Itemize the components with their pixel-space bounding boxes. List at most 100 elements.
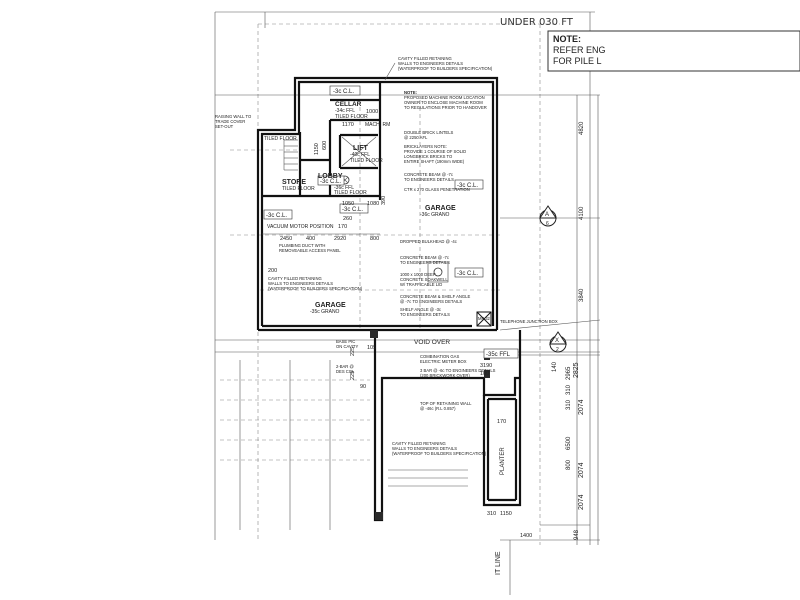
rdim-310a: 310 — [566, 384, 572, 395]
note-cavity-top-3: (WATERPROOF TO BUILDERS SPECIFICATION) — [398, 66, 493, 71]
rdim-4820: 4820 — [579, 121, 585, 135]
header-note: UNDER 030 FT NOTE: REFER ENG FOR PILE L — [500, 17, 800, 72]
mach-note-1: PROPOSED MACHINE ROOM LOCATION — [404, 95, 485, 100]
mach-note-title: NOTE: — [404, 90, 417, 95]
section-a-letter: A — [545, 212, 549, 218]
bar-note-2: (200 BRICKWORK OVER) — [420, 373, 470, 378]
garage-lower-label: GARAGE — [315, 302, 346, 309]
plumbing-note-2: REMOVEABLE ACCESS PANEL — [279, 248, 341, 253]
dim-260: 260 — [343, 216, 352, 222]
dim-225a: 225 — [350, 347, 356, 356]
dim-2450: 2450 — [280, 236, 292, 242]
lift-note-4: ENTIRE SHAFT (190mm WIDE) — [404, 159, 465, 164]
cavity-mid-1: CAVITY FILLED RETAINING — [268, 276, 322, 281]
dim-1170: 1170 — [342, 122, 354, 128]
lift-ffl: -40c FFL — [350, 152, 370, 158]
dim-390: 390 — [381, 196, 387, 205]
brick-note-1: DOUBLE BRICK LINTELS — [404, 130, 454, 135]
mach-room-label: MACH. RM — [365, 122, 390, 128]
dim-200: 200 — [268, 268, 277, 274]
shelf-note-1: CONCRETE BEAM & SHELF ANGLE — [400, 294, 470, 299]
telephone-note: TELEPHONE JUNCTION BOX — [500, 319, 558, 324]
cl-vacuum: -3c C.L. — [266, 213, 287, 219]
dim-90: 90 — [360, 384, 366, 390]
dim-100: 100 — [480, 371, 489, 377]
dim-1050: 1050 — [342, 201, 354, 207]
lift-note-2: PROVIDE 1 COURSE OF SOLID — [404, 149, 466, 154]
left-small-3: 2-BAR @ — [336, 364, 354, 369]
dim-170b: 170 — [497, 419, 506, 425]
lift-note-1: BRICKLAYERS NOTE: — [404, 144, 447, 149]
garage-upper-level: -36c GRANO — [420, 212, 450, 218]
cavity-mid-3: (WATERPROOF TO BUILDERS SPECIFICATION) — [268, 286, 363, 291]
left-small-1: BASE PIC — [336, 339, 355, 344]
stair-treads — [283, 139, 468, 487]
dim-2920: 2920 — [334, 236, 346, 242]
left-small-2: ON CAVITY — [336, 344, 358, 349]
shelf-note-3: SHELF ANGLE @ -3c — [400, 307, 441, 312]
note-line-1: REFER ENG — [553, 45, 606, 55]
mf-label: MF 32 — [478, 316, 491, 321]
sump-note-1: 1000 x 1000 DEEP — [400, 272, 436, 277]
lobby-floor: TILED FLOOR — [334, 190, 367, 196]
planter-label: PLANTER — [500, 447, 506, 475]
ceiling-level-tags: -3c C.L. -3c C.L. -3c C.L. -3c C.L. -3c … — [263, 85, 519, 359]
rdim-2825: 2825 — [573, 362, 580, 378]
vacuum-label: VACUUM MOTOR POSITION — [267, 224, 334, 230]
dim-170a: 170 — [338, 224, 347, 230]
mach-note-3: TO REGULATIONS PRIOR TO HANDOVER — [404, 105, 487, 110]
basement-walls — [256, 76, 522, 522]
meter-note-2: ELECTRIC METER BOX — [420, 359, 467, 364]
dimensions: 1170 1000 1050 1080 260 170 390 2450 400… — [262, 109, 532, 539]
meter-note-1: COMBINATION GAS — [420, 354, 459, 359]
raising-note-2: TRADE COVER — [215, 119, 245, 124]
dim-800: 800 — [370, 236, 379, 242]
cellar-floor: TILED FLOOR — [335, 114, 368, 120]
annotation-notes: CAVITY FILLED RETAINING WALLS TO ENGINEE… — [215, 56, 558, 575]
section-marker-x: X 2 — [549, 331, 567, 353]
rdim-3840: 3840 — [579, 288, 585, 302]
dim-105: 105 — [367, 345, 376, 351]
shelf-note-2: @ -7c TO ENGINEERS DETAILS — [400, 299, 462, 304]
glass-note: CTR x 270 GLASS PENETRATION — [404, 187, 470, 192]
rdim-2965: 2965 — [566, 366, 572, 380]
dim-1150b: 1150 — [500, 511, 512, 517]
beam-note-2: TO ENGINEERS DETAILS — [404, 177, 454, 182]
section-a-number: 6 — [546, 221, 549, 227]
room-labels: CELLAR -34c FFL TILED FLOOR MACH. RM LIF… — [264, 101, 506, 475]
beam2-note-1: CONCRETE BEAM @ -7c — [400, 255, 449, 260]
dim-1400: 1400 — [520, 533, 532, 539]
top-retaining-2: @ -46c (R.L 0.857) — [420, 406, 456, 411]
rdim-800: 800 — [566, 459, 572, 470]
raising-note-1: RAISING WALL TO — [215, 114, 252, 119]
note-cavity-top-2: WALLS TO ENGINEERS DETAILS — [398, 61, 463, 66]
lobby-label: LOBBY — [318, 173, 343, 180]
rdim-2074b: 2074 — [578, 462, 585, 478]
sump-note-3: W/ TRAFFICABLE LID — [400, 282, 442, 287]
dim-3190: 3190 — [480, 363, 492, 369]
void-over-label: VOID OVER — [414, 339, 450, 346]
cellar-ffl: -34c FFL — [335, 108, 355, 114]
note-line-2: FOR PILE L — [553, 56, 602, 66]
rdim-6500: 6500 — [566, 436, 572, 450]
left-small-4: DES COL — [336, 369, 355, 374]
handwritten-note: UNDER 030 FT — [500, 17, 574, 28]
note-title: NOTE: — [553, 34, 581, 44]
store-floor: TILED FLOOR — [282, 186, 315, 192]
lift-floor: TILED FLOOR — [350, 158, 383, 164]
section-x-number: 2 — [556, 347, 559, 353]
raising-note-3: SET-OUT — [215, 124, 234, 129]
section-x-letter: X — [555, 338, 559, 344]
cavity-bot-3: (WATERPROOF TO BUILDERS SPECIFICATION) — [392, 451, 487, 456]
background-linework — [214, 11, 601, 595]
lobby-ffl: -36c FFL — [334, 185, 354, 191]
ffl-right: -35c FFL — [486, 352, 511, 358]
top-retaining-1: TOP OF RETAINING WALL — [420, 401, 472, 406]
shelf-note-4: TO ENGINEERS DETAILS — [400, 312, 450, 317]
mach-note-2: OWNER TO ENCLOSE MACHINE ROOM — [404, 100, 483, 105]
brick-note-2: @ 2250 AFL — [404, 135, 428, 140]
cl-center: -3c C.L. — [342, 207, 363, 213]
right-dimension-string: 4820 4100 3840 2825 2965 2074 2074 2074 … — [552, 95, 599, 545]
cavity-bot-2: WALLS TO ENGINEERS DETAILS — [392, 446, 457, 451]
rdim-948: 948 — [574, 529, 580, 540]
